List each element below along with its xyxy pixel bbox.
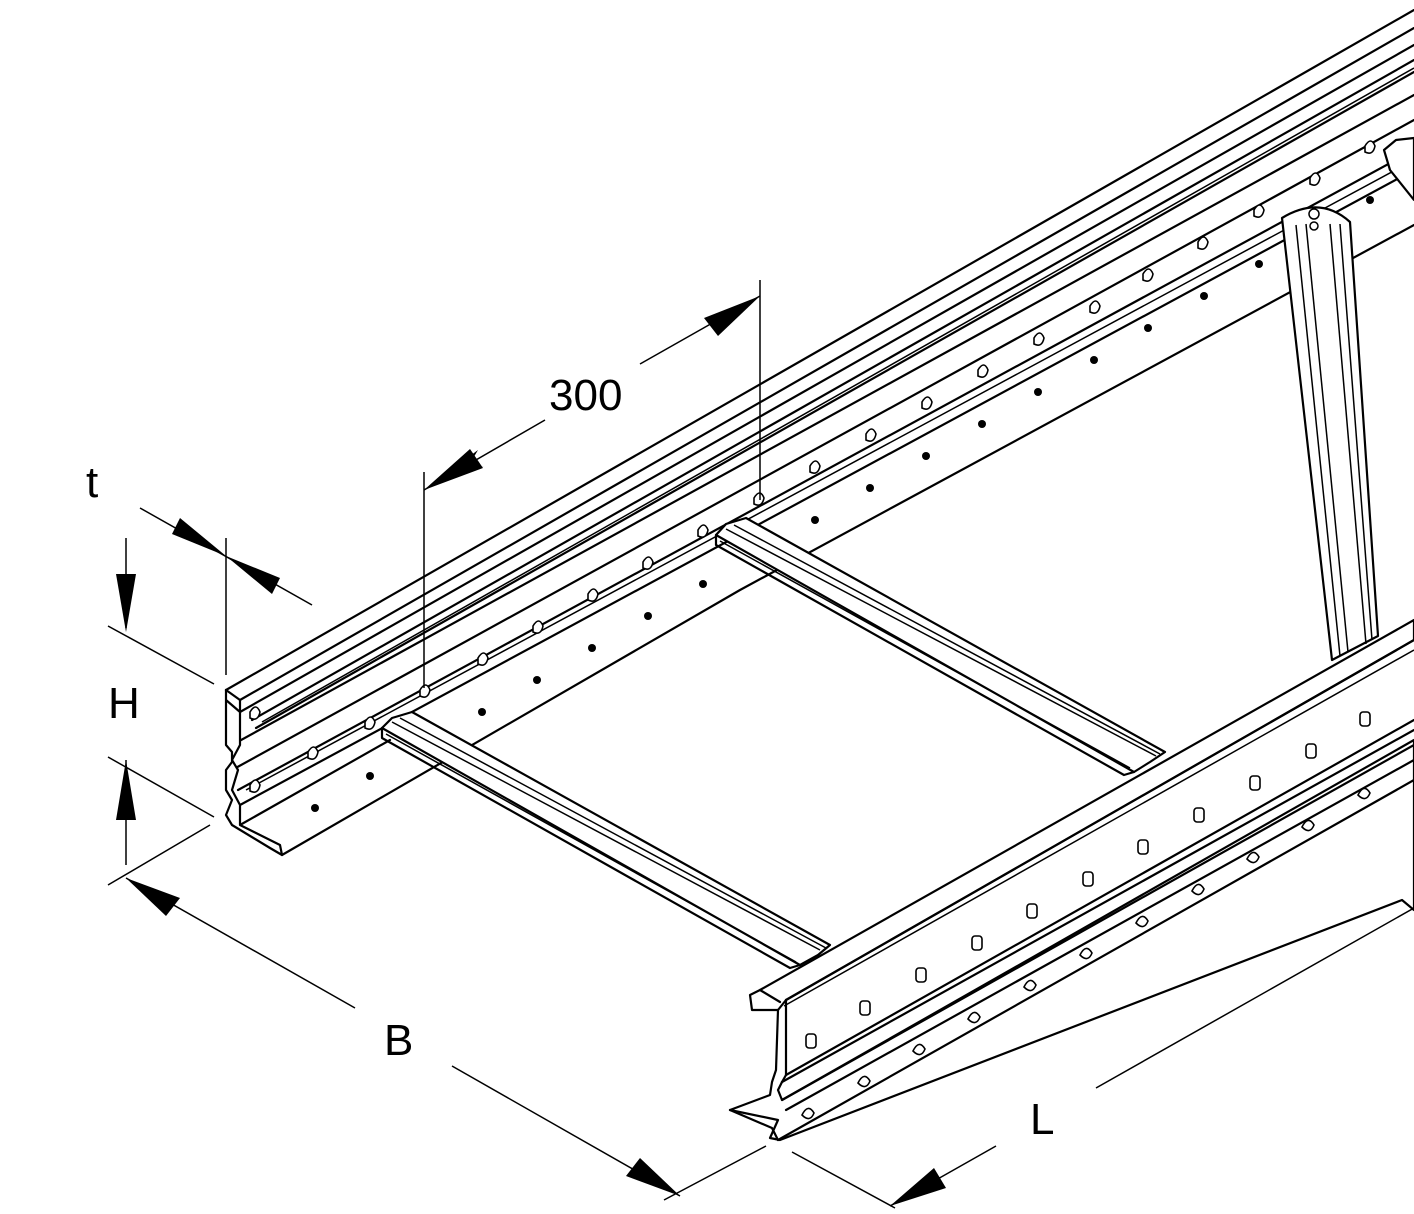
near-side-rail <box>728 618 1414 1142</box>
far-rail-upper-slots <box>249 140 1376 793</box>
label-b: B <box>384 1016 413 1065</box>
label-l: L <box>1030 1095 1054 1144</box>
dimension-b: B <box>107 824 767 1201</box>
near-rail-lower-slots <box>801 787 1371 1120</box>
label-h: H <box>108 679 140 728</box>
dimension-h: H <box>107 538 215 865</box>
label-300: 300 <box>549 371 622 420</box>
near-rail-upper-slots <box>805 711 1371 1049</box>
rung-3-vertical-support <box>1280 206 1380 662</box>
rung-4-back <box>1382 136 1414 202</box>
rung-2 <box>714 516 1167 777</box>
dimension-300: 300 <box>423 280 761 688</box>
dimension-t: t <box>86 458 313 675</box>
far-side-rail <box>224 8 1414 857</box>
label-t: t <box>86 458 98 507</box>
far-rail-lower-holes <box>311 196 1374 812</box>
rung-1 <box>380 710 832 970</box>
dimension-l: L <box>791 907 1414 1209</box>
